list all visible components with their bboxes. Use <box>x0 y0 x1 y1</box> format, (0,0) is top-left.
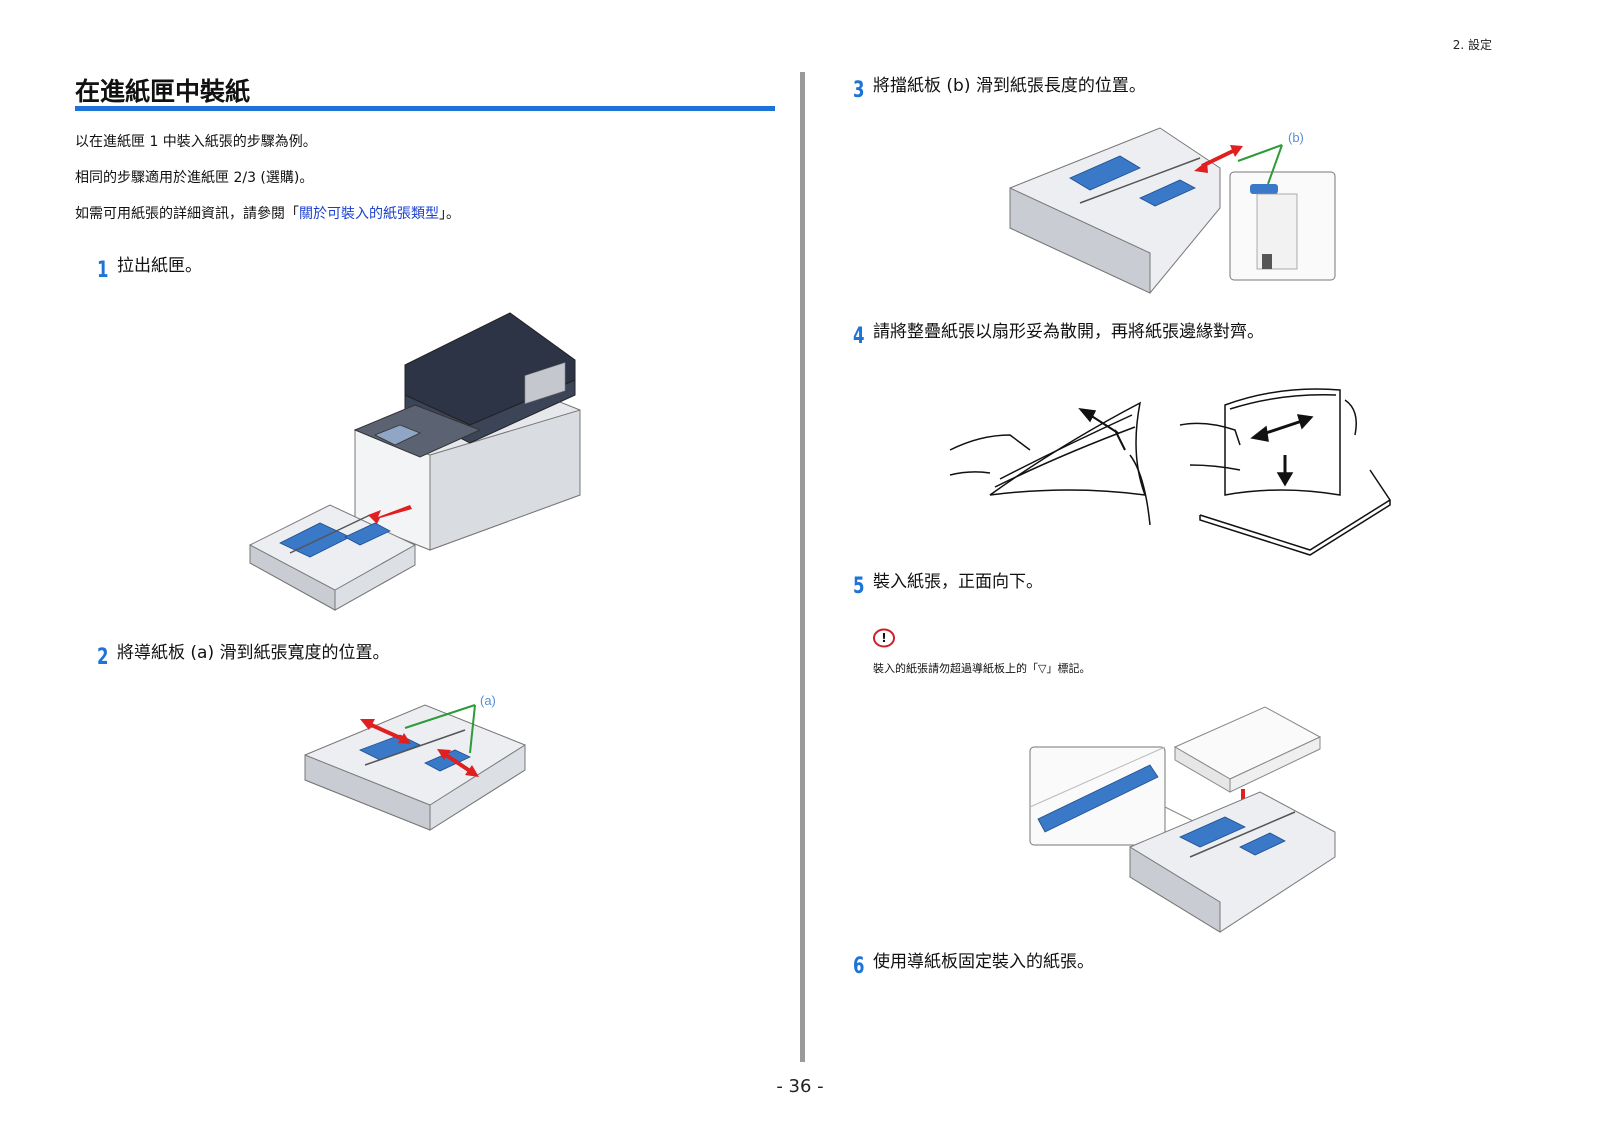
column-divider <box>800 72 805 1062</box>
step-text: 將導紙板 (a) 滑到紙張寬度的位置。 <box>117 643 390 663</box>
caution-icon: ! <box>873 628 895 648</box>
step-text: 將擋紙板 (b) 滑到紙張長度的位置。 <box>873 76 1146 96</box>
paper-types-link[interactable]: 關於可裝入的紙張類型 <box>299 206 439 222</box>
step-text: 請將整疊紙張以扇形妥為散開，再將紙張邊緣對齊。 <box>873 322 1264 342</box>
intro-line-3-suffix: 」。 <box>439 206 460 222</box>
length-guide-illustration: (b) <box>1009 127 1336 294</box>
step-number: 3 <box>853 78 865 103</box>
step-number: 5 <box>853 574 865 599</box>
intro-line-3: 如需可用紙張的詳細資訊，請參閱「關於可裝入的紙張類型」。 <box>75 203 460 223</box>
printer-pull-tray-illustration <box>249 312 581 611</box>
step-number: 1 <box>97 258 109 283</box>
step-5: 5 裝入紙張，正面向下。 <box>853 570 1043 598</box>
intro-line-2: 相同的步驟適用於進紙匣 2/3 (選購)。 <box>75 170 314 186</box>
intro-line-3-prefix: 如需可用紙張的詳細資訊，請參閱「 <box>75 206 299 222</box>
callout-b-label: (b) <box>1288 130 1304 145</box>
step-6: 6 使用導紙板固定裝入的紙張。 <box>853 950 1094 978</box>
step-text: 拉出紙匣。 <box>117 256 202 276</box>
step-3: 3 將擋紙板 (b) 滑到紙張長度的位置。 <box>853 74 1146 102</box>
title-rule <box>75 106 775 111</box>
step-1: 1 拉出紙匣。 <box>97 254 202 282</box>
caution-icon-glyph: ! <box>881 631 886 645</box>
header-section-label: 2. 設定 <box>1452 38 1492 52</box>
step-text: 裝入紙張，正面向下。 <box>873 572 1043 592</box>
step-text: 使用導紙板固定裝入的紙張。 <box>873 952 1094 972</box>
step-number: 2 <box>97 645 109 670</box>
step-number: 4 <box>853 324 865 349</box>
width-guide-illustration: (a) <box>304 693 526 831</box>
fanning-paper-illustration <box>949 388 1392 556</box>
load-paper-illustration <box>1029 706 1336 933</box>
callout-a-label: (a) <box>480 693 496 708</box>
step-number: 6 <box>853 954 865 979</box>
intro-line-1: 以在進紙匣 1 中裝入紙張的步驟為例。 <box>75 134 317 150</box>
page-title: 在進紙匣中裝紙 <box>75 77 251 106</box>
caution-note-text: 裝入的紙張請勿超過導紙板上的「▽」標記。 <box>873 662 1091 675</box>
step-4: 4 請將整疊紙張以扇形妥為散開，再將紙張邊緣對齊。 <box>853 320 1264 348</box>
page-number: - 36 - <box>776 1076 824 1097</box>
step-2: 2 將導紙板 (a) 滑到紙張寬度的位置。 <box>97 641 390 669</box>
